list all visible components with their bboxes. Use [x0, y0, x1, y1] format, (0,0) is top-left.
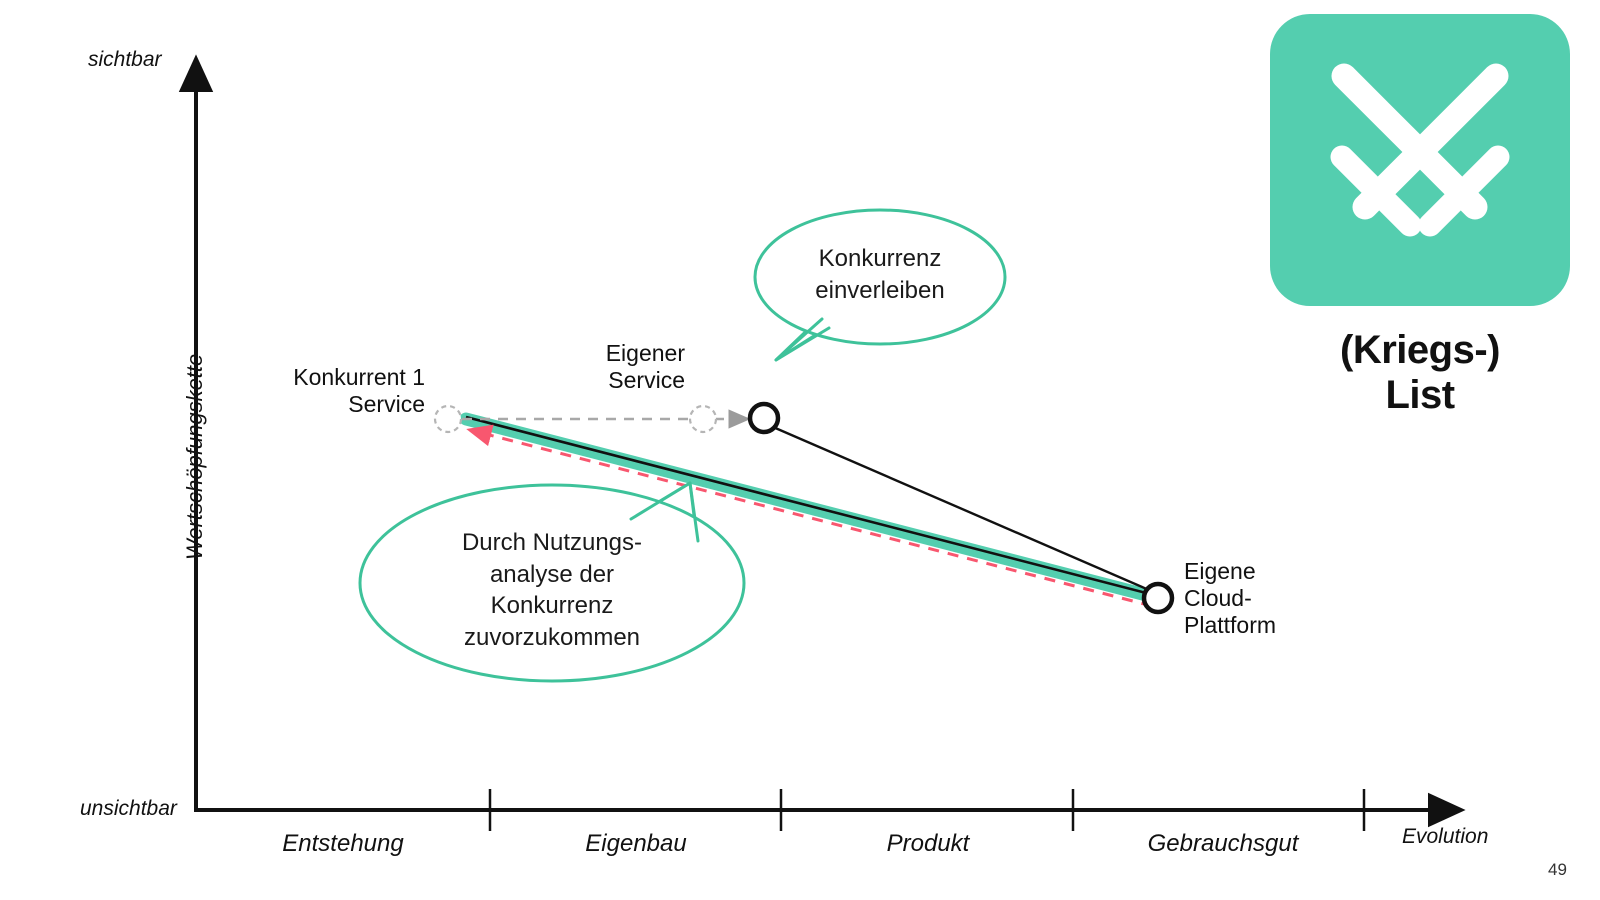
y-axis-bottom-label: unsichtbar [80, 797, 177, 820]
callout-konkurrenz-einverleiben[interactable] [753, 208, 1007, 362]
axis-group [178, 54, 1466, 831]
node-konkurrent-1-service[interactable] [433, 404, 463, 434]
x-axis-tick-label-gebrauchsgut: Gebrauchsgut [1147, 830, 1299, 857]
x-axis-tick-label-eigenbau: Eigenbau [585, 830, 687, 857]
link-attack-vector [466, 424, 1153, 608]
link-highlighted-path-glow [459, 412, 1157, 603]
x-axis-tick-label-produkt: Produkt [886, 830, 970, 857]
node-label-eigene-cloud-plattform: Eigene Cloud- Plattform [1184, 558, 1277, 639]
callout-tail-konkurrenz-join [774, 317, 831, 362]
badge-tile [1270, 14, 1570, 306]
nodes-group [433, 401, 1175, 615]
page-number: 49 [1548, 860, 1567, 879]
callout-bubble-nutzungsanalyse [358, 483, 746, 683]
node-eigener-service-target[interactable] [747, 401, 781, 435]
callout-text-konkurrenz-einverleiben: Konkurrenz einverleiben [815, 245, 945, 304]
badge-title: (Kriegs-) List [1340, 328, 1500, 417]
node-label-eigener-service: Eigener Service [605, 340, 685, 394]
node-eigener-service[interactable] [688, 404, 718, 434]
y-axis-top-label: sichtbar [88, 48, 162, 71]
node-label-konkurrent-1-service: Konkurrent 1 Service [293, 364, 425, 418]
crossed-swords-icon [1330, 63, 1510, 237]
callout-nutzungsanalyse[interactable] [358, 481, 746, 683]
node-eigene-cloud-plattform[interactable] [1141, 581, 1175, 615]
callout-bubble-konkurrenz [753, 208, 1007, 346]
x-axis-tick-label-entstehung: Entstehung [282, 830, 404, 857]
link-highlighted-path-core [465, 415, 1151, 596]
callout-tail-nutzungsanalyse-join [629, 481, 700, 543]
link-service-to-cloud [772, 425, 1150, 592]
x-axis-title: Evolution [1402, 825, 1489, 848]
callout-text-nutzungsanalyse: Durch Nutzungs- analyse der Konkurrenz z… [461, 529, 643, 652]
